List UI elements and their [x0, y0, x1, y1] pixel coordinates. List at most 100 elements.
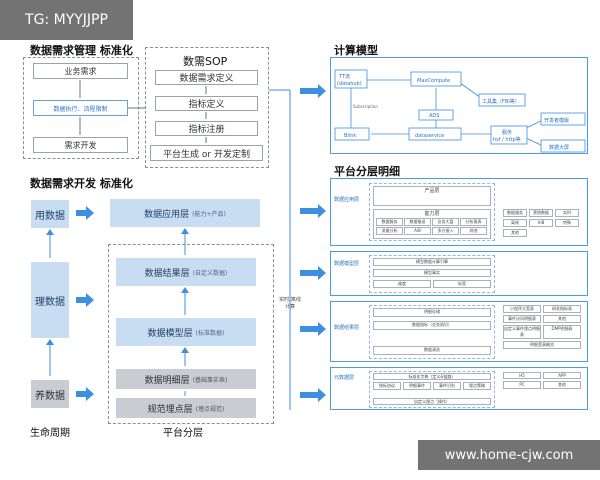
lifecycle-label: 用数据	[35, 210, 65, 222]
mgmt-step-execution: 数据执行、流程限制	[33, 100, 128, 116]
capability-cell: 多方接入	[432, 227, 459, 235]
svg-text:hsf / http等: hsf / http等	[493, 136, 521, 143]
platform-panel-application: 数据应用层 产品层 能力层 数据服务 数据推送 业务大盘 分析报表 流量分析 A…	[330, 178, 588, 246]
right-cell: 其他	[543, 315, 581, 323]
right-cell: 实时	[555, 209, 579, 217]
lifecycle-nurture-data: 养数据	[31, 380, 69, 408]
right-cell: 其他	[503, 229, 527, 237]
meta-row: 明细事件	[403, 382, 431, 390]
panel-name: 数据结果层	[334, 325, 360, 331]
right-cell: H5	[503, 372, 541, 379]
right-cell: PC	[503, 381, 541, 389]
result-row: 数据清洗	[373, 346, 491, 355]
node-maxcompute	[410, 71, 462, 87]
node-ads	[418, 109, 454, 121]
layer-name: 规范埋点层	[147, 404, 193, 415]
platform-panel-model: 数据模型层 模型数据计算引擎 模型事实 维度 标签	[330, 251, 588, 296]
right-cell: 自定义事件埋点明细表	[503, 325, 541, 339]
lifecycle-use-data: 用数据	[31, 200, 69, 228]
sop-step-generate: 平台生成 or 开发定制	[150, 145, 263, 161]
sop-step-label: 指标定义	[188, 100, 225, 110]
right-cell: 离线	[503, 219, 527, 227]
platform-layers-frame	[108, 244, 274, 424]
right-cell: A/B	[529, 219, 553, 227]
platform-panel-result: 数据结果层 明细存储 数据指标（业务知识） 数据清洗 小程序大宽表 研发指标表 …	[330, 301, 588, 362]
watermark-top: TG: MYYJJPP	[0, 0, 133, 40]
svg-text:MaxCompute: MaxCompute	[417, 78, 450, 84]
panel-name: 数据模型层	[334, 261, 360, 267]
layer-name: 数据明细层	[144, 375, 190, 386]
panel-name: 元数据层	[334, 375, 355, 381]
layer-tracking: 规范埋点层(埋点规范)	[116, 398, 256, 418]
layer-name: 数据应用层	[144, 209, 190, 220]
meta-row: 埋点策略	[463, 382, 491, 390]
right-cell: 小程序大宽表	[503, 305, 541, 313]
panel-name: 数据应用层	[334, 197, 360, 203]
product-layer-label: 产品层	[424, 188, 440, 194]
node-dev-template	[540, 112, 586, 126]
right-cell: 数据服务	[503, 209, 527, 217]
svg-text:开发者模版: 开发者模版	[544, 117, 569, 124]
meta-row: 事件识别	[433, 382, 461, 390]
panel-inner	[369, 305, 495, 359]
product-layer: 产品层	[373, 186, 491, 206]
meta-row: 指标协议	[373, 382, 401, 390]
watermark-bottom: www.home-cjw.com	[418, 440, 600, 470]
panel-inner	[369, 255, 495, 293]
lifecycle-label: 理数据	[35, 296, 65, 308]
sop-title: 数需SOP	[183, 55, 228, 68]
arrow-to-model	[300, 266, 326, 280]
meta-row-group: 指标协议 明细事件 事件识别 埋点策略	[373, 382, 491, 390]
right-cell: DMP明细表	[543, 325, 581, 339]
lifecycle-manage-data: 理数据	[31, 262, 69, 338]
capability-cell: 分析报表	[460, 218, 487, 226]
result-row: 数据指标（业务知识）	[373, 321, 491, 330]
watermark-top-text: TG: MYYJJPP	[25, 12, 108, 28]
model-row: 模型数据计算引擎	[373, 258, 491, 266]
mgmt-step-label: 需求开发	[64, 140, 97, 150]
mgmt-step-label: 数据执行、流程限制	[53, 105, 108, 113]
svg-text:(datahub): (datahub)	[337, 81, 362, 87]
application-right-group: 数据服务 营销数据 实时 离线 A/B 特殊 其他	[503, 209, 585, 237]
lifecycle-caption: 生命周期	[30, 428, 70, 439]
model-row-group: 维度 标签	[373, 280, 491, 288]
panel-inner	[369, 183, 495, 241]
capability-cell: 流量分析	[376, 227, 403, 235]
capability-cell: 其他	[460, 227, 487, 235]
node-service	[490, 125, 528, 145]
capability-cell: 数据服务	[376, 218, 403, 226]
layer-note: (自定义数据)	[192, 269, 228, 277]
node-dataservice	[408, 127, 462, 141]
dev-title: 数据需求开发 标准化	[30, 177, 133, 190]
right-cell: 营销数据	[529, 209, 553, 217]
mgmt-step-label: 业务需求	[64, 66, 97, 76]
meta-row: 自定义埋点（操作）	[373, 398, 491, 405]
right-cell: 事件访问明细表	[503, 315, 541, 323]
compute-model-diagram: TT流 (datahub) MaxCompute 工具集（FBI等） ADS B…	[334, 69, 586, 153]
node-dashboard	[540, 139, 586, 153]
capability-cell: A/B	[404, 227, 431, 235]
layer-model: 数据模型层(标准数据)	[116, 318, 256, 346]
layer-application: 数据应用层(能力+产品)	[110, 199, 260, 227]
platform-layers-caption: 平台分层	[163, 428, 203, 439]
arrow-to-application	[300, 204, 326, 218]
layer-note: (标准数据)	[195, 329, 225, 337]
node-blink	[334, 127, 370, 141]
metadata-right-group: H5 APP PC 其他	[503, 372, 585, 389]
node-tools	[478, 93, 526, 107]
layer-note: (能力+产品)	[192, 210, 226, 218]
layer-detail: 数据明细层(基础事实表)	[116, 369, 256, 389]
svg-text:dataservice: dataservice	[415, 133, 444, 139]
capability-cell: 数据推送	[404, 218, 431, 226]
svg-text:工具集（FBI等）: 工具集（FBI等）	[482, 98, 520, 105]
panel-inner	[369, 371, 495, 408]
capability-layer: 能力层 数据服务 数据推送 业务大盘 分析报表 流量分析 A/B 多方接入 其他	[373, 209, 491, 239]
layer-name: 数据结果层	[144, 268, 190, 279]
compute-model-panel: TT流 (datahub) MaxCompute 工具集（FBI等） ADS B…	[330, 57, 588, 154]
mgmt-step-development: 需求开发	[33, 137, 128, 153]
mgmt-step-requirement: 业务需求	[33, 63, 128, 79]
right-cell: 特殊	[555, 219, 579, 227]
layer-result: 数据结果层(自定义数据)	[116, 258, 256, 286]
svg-text:TT流: TT流	[338, 73, 350, 80]
